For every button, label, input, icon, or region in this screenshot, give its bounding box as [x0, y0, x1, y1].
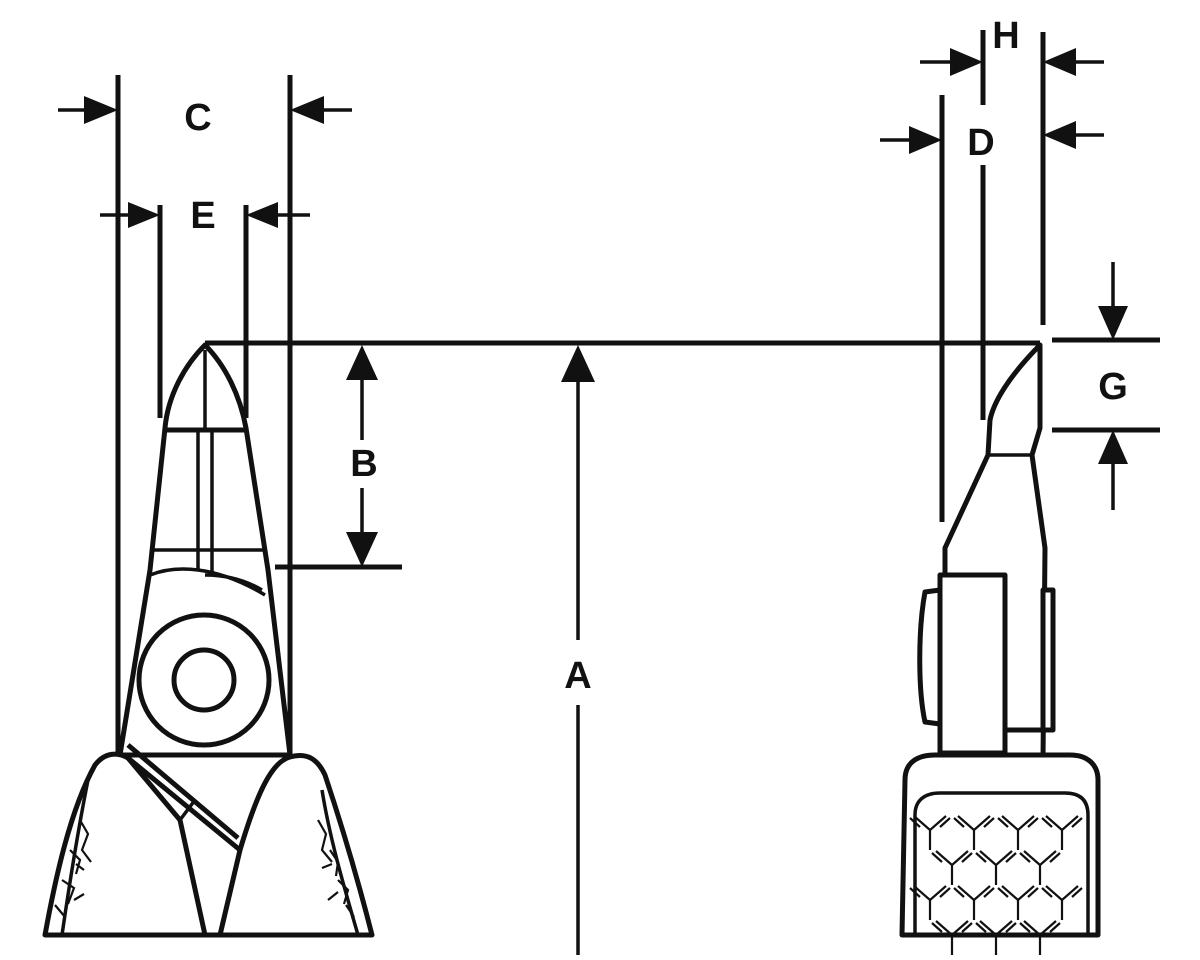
- grip-mark: [975, 920, 1017, 955]
- arrowhead-h-right: [1043, 48, 1076, 76]
- grip-mark: [997, 815, 1039, 850]
- label-e: E: [190, 195, 215, 237]
- grip-mark: [931, 850, 973, 885]
- grip-mark: [997, 885, 1039, 920]
- joint-curve-inner: [204, 573, 263, 592]
- handle-side: [899, 752, 1101, 938]
- arrowhead-d-right: [1043, 121, 1076, 149]
- grip-mark: [1019, 920, 1061, 955]
- grip-mark: [1041, 885, 1083, 920]
- arrowhead-a-up: [561, 345, 595, 382]
- handle-jaw-line: [126, 743, 240, 840]
- grip-mark: [1019, 850, 1061, 885]
- arrowhead-c-left: [84, 96, 118, 124]
- joint-curve: [149, 567, 266, 597]
- side-view: [880, 30, 1160, 955]
- handle-side-inner: [913, 791, 1090, 935]
- grip-mark: [931, 920, 973, 955]
- arrowhead-g-up: [1098, 430, 1128, 464]
- arrowhead-e-left: [128, 202, 160, 228]
- arrowhead-d-left: [909, 126, 942, 154]
- grip-mark: [909, 815, 951, 850]
- arrowhead-h-left: [950, 48, 983, 76]
- pivot-block: [937, 572, 1008, 756]
- label-c: C: [184, 97, 211, 139]
- pivot-cap-right: [1040, 587, 1056, 733]
- pivot-bolt: [171, 647, 237, 713]
- arrowhead-b-down: [346, 532, 378, 567]
- arrowhead-b-up: [346, 345, 378, 380]
- label-g: G: [1098, 366, 1128, 408]
- dimension-a: [561, 345, 595, 955]
- handle-notch: [178, 798, 197, 822]
- arrowhead-e-right: [246, 202, 278, 228]
- pivot-cap-left: [917, 587, 943, 727]
- grip-mark: [953, 815, 995, 850]
- label-d: D: [967, 122, 994, 164]
- arrowhead-g-down: [1098, 306, 1128, 340]
- grip-texture-side: [909, 815, 1083, 955]
- grip-texture-left: [54, 819, 92, 932]
- grip-mark: [975, 850, 1017, 885]
- front-view: [42, 75, 402, 938]
- label-b: B: [350, 443, 377, 485]
- label-h: H: [992, 15, 1019, 57]
- grip-texture-right: [317, 819, 355, 918]
- label-a: A: [564, 655, 591, 697]
- handle-split-right: [217, 849, 243, 936]
- grip-mark: [953, 885, 995, 920]
- arrowhead-c-right: [290, 96, 324, 124]
- grip-mark: [909, 885, 951, 920]
- grip-mark: [1041, 815, 1083, 850]
- handles: [42, 751, 375, 938]
